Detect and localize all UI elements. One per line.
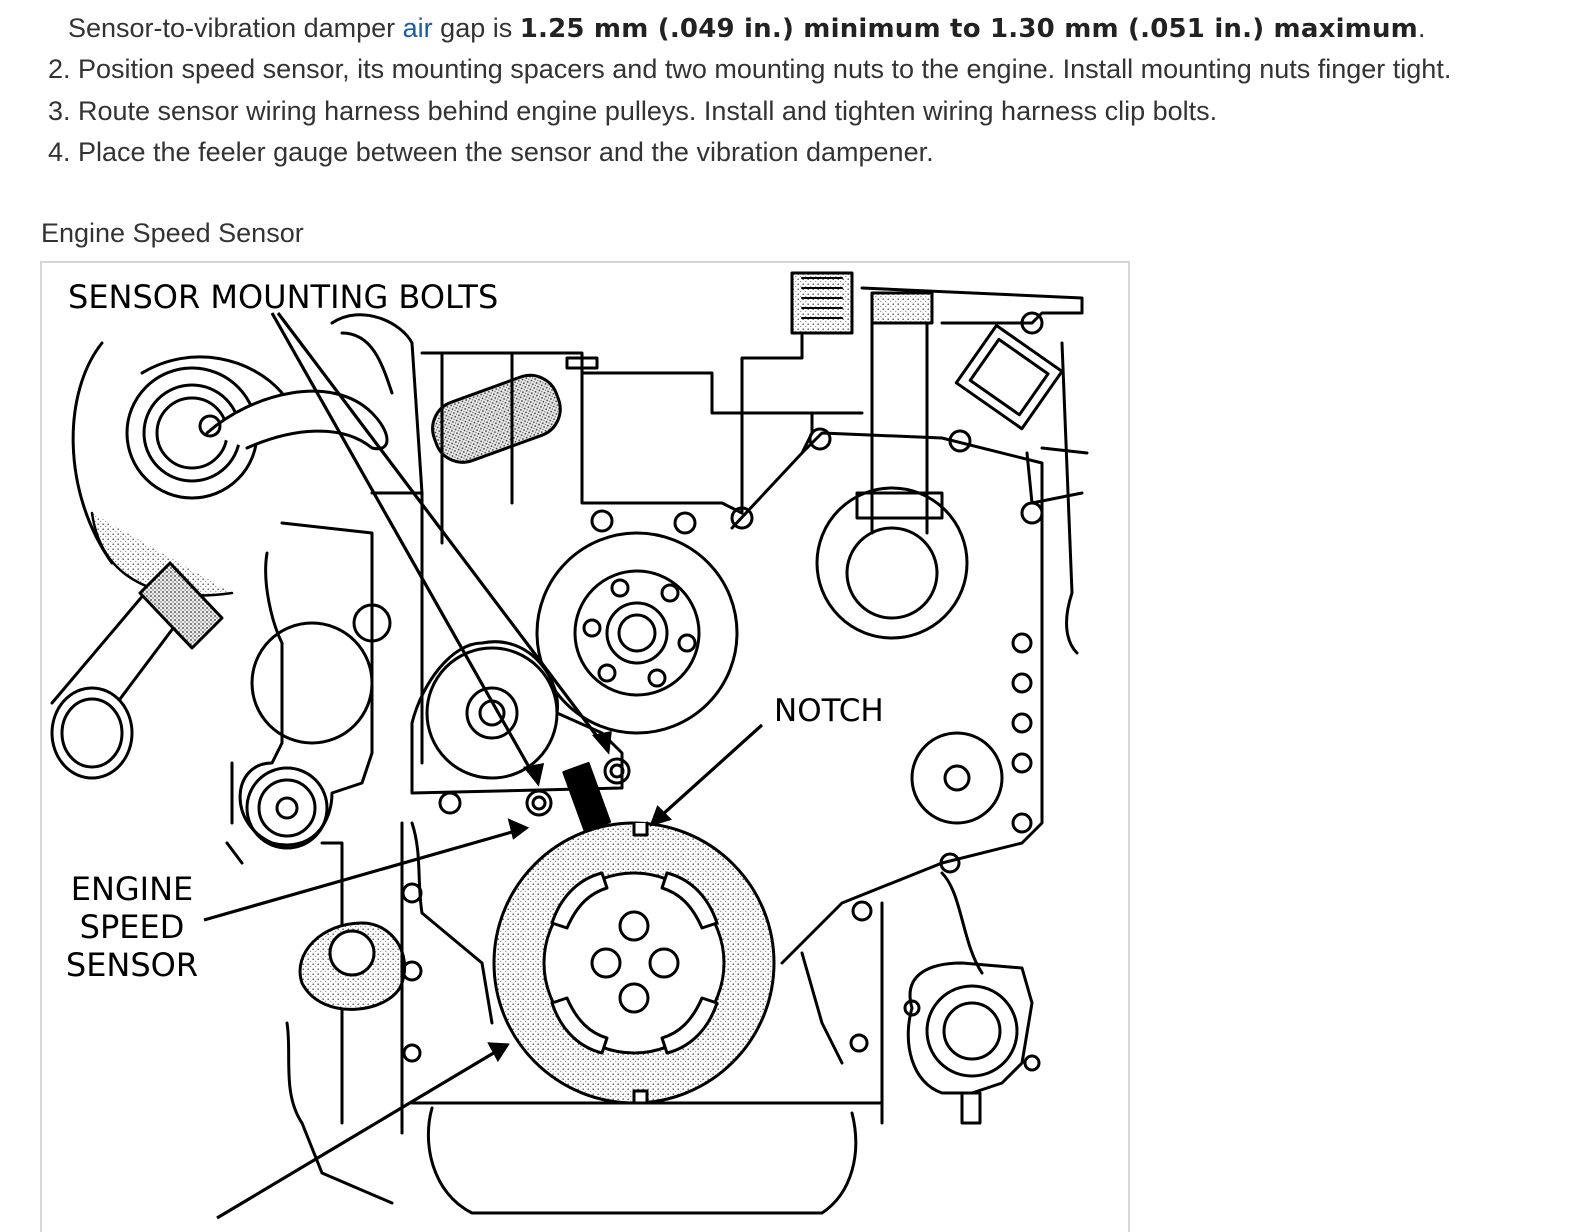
engine-illustration: SENSOR MOUNTING BOLTS NOTCH ENGINE SPEED… [50, 271, 1089, 1220]
label-engine-speed-sensor-line2: SPEED [80, 908, 185, 946]
step-item: Position speed sensor, its mounting spac… [78, 49, 1578, 91]
intro-prefix: Sensor-to-vibration damper [68, 13, 403, 43]
air-link[interactable]: air [402, 13, 433, 43]
label-engine-speed-sensor-line1: ENGINE [71, 870, 194, 908]
engine-diagram: SENSOR MOUNTING BOLTS NOTCH ENGINE SPEED… [40, 261, 1130, 1232]
intro-suffix: . [1417, 13, 1426, 43]
label-mounting-bolts: SENSOR MOUNTING BOLTS [68, 278, 498, 316]
step-item: Place the feeler gauge between the senso… [78, 132, 1578, 174]
step-item: Route sensor wiring harness behind engin… [78, 91, 1578, 133]
label-notch: NOTCH [774, 693, 884, 729]
steps-list: Position speed sensor, its mounting spac… [0, 49, 1578, 174]
gap-spec: 1.25 mm (.049 in.) minimum to 1.30 mm (.… [519, 14, 1418, 44]
intro-paragraph: Sensor-to-vibration damper air gap is 1.… [68, 10, 1425, 47]
label-engine-speed-sensor-line3: SENSOR [66, 946, 198, 984]
figure-caption: Engine Speed Sensor [41, 218, 304, 248]
intro-middle: gap is [432, 13, 520, 43]
